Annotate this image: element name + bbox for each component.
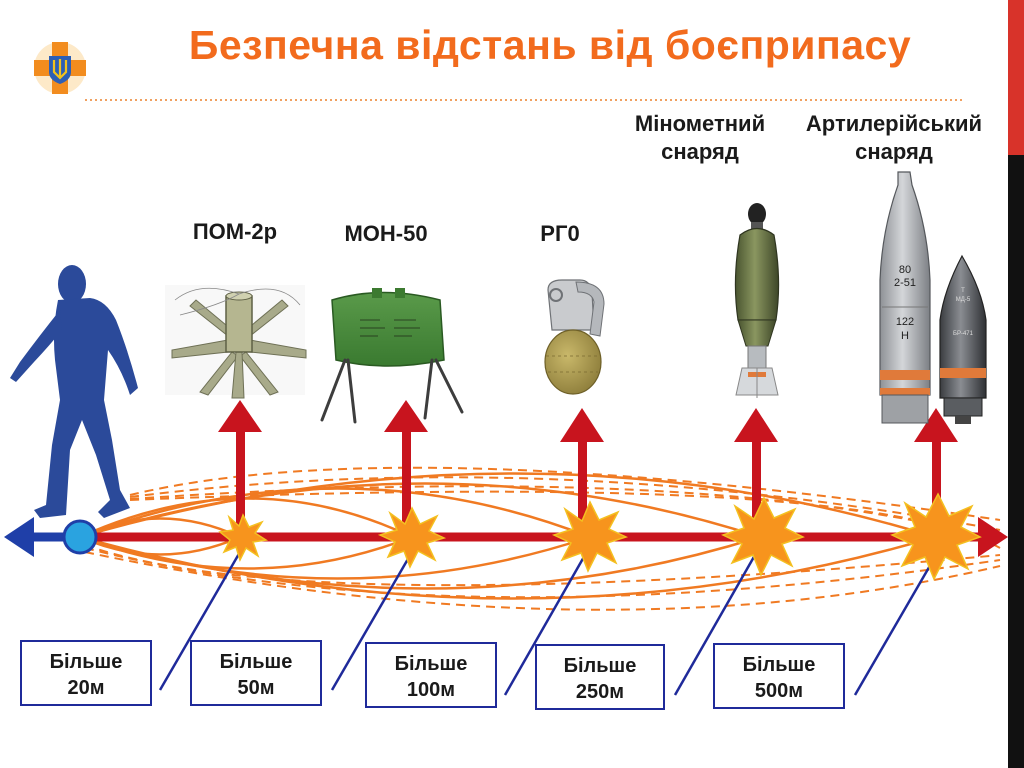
distance-box-5: Більше 500м — [713, 643, 845, 709]
distance-box-5-line2: 500м — [754, 680, 804, 702]
distance-box-2: Більше 50м — [190, 640, 322, 706]
axis-arrowhead-right — [978, 517, 1008, 557]
blast-marker-3 — [551, 500, 629, 573]
label-pom-2r: ПОМ-2р — [192, 219, 278, 244]
label-artillery-shell: Артилерійський снаряд — [784, 110, 1004, 166]
label-artillery-line1: Артилерійський — [805, 111, 983, 136]
distance-box-3-line1: Більше — [394, 653, 468, 675]
blast-marker-4 — [720, 496, 805, 577]
distance-box-1: Більше 20м — [20, 640, 152, 706]
artillery-shell-large-icon: 80 2-51 122 Н — [879, 171, 931, 424]
pointer-lines — [158, 551, 937, 696]
distance-box-2-line2: 50м — [237, 677, 275, 699]
distance-box-1-line1: Більше — [49, 651, 123, 673]
artillery-marking-2: 2-51 — [894, 277, 916, 289]
artillery-marking-4: Н — [901, 330, 909, 342]
blast-marker-2 — [377, 506, 447, 569]
axis-arrowhead-left — [4, 517, 34, 557]
distance-box-3-line2: 100м — [406, 679, 456, 701]
label-mortar-line1: Мінометний — [634, 111, 766, 136]
label-artillery-line2: снаряд — [855, 139, 933, 164]
pom-2r-mine-icon — [165, 285, 307, 399]
artillery-shell-small-icon: Т МД-5 БР-471 — [939, 254, 987, 424]
label-mortar-shell: Мінометний снаряд — [610, 110, 790, 166]
mon-50-mine-icon — [320, 288, 464, 424]
sidebar-accent — [1008, 0, 1024, 155]
distance-box-5-line1: Більше — [742, 654, 816, 676]
artillery-marking-1: 80 — [899, 264, 911, 276]
origin-point — [62, 519, 98, 555]
blast-markers — [218, 492, 982, 581]
distance-box-2-line1: Більше — [219, 651, 293, 673]
emergency-service-emblem-icon — [34, 42, 86, 94]
distance-box-4-line1: Більше — [563, 655, 637, 677]
label-mortar-line2: снаряд — [661, 139, 739, 164]
distance-box-4: Більше 250м — [535, 644, 665, 710]
rgo-grenade-icon — [544, 279, 605, 395]
blast-marker-1 — [218, 513, 269, 563]
label-rgo: РГ0 — [540, 221, 580, 246]
distance-box-3: Більше 100м — [365, 642, 497, 708]
small-shell-marking-2: МД-5 — [956, 297, 971, 303]
blast-marker-5 — [890, 492, 982, 581]
small-shell-marking-3: БР-471 — [953, 331, 974, 337]
distance-box-4-line2: 250м — [575, 681, 625, 703]
right-sidebar-stripe — [1008, 0, 1024, 768]
vertical-arrows — [218, 400, 958, 533]
page-title: Безпечна відстань від боєприпасу — [188, 22, 912, 68]
person-silhouette-icon — [10, 265, 138, 518]
distance-box-1-line2: 20м — [67, 677, 105, 699]
label-mon-50: МОН-50 — [344, 221, 428, 246]
lower-dashed-arcs — [84, 544, 1001, 611]
mortar-shell-icon — [734, 203, 780, 398]
small-shell-marking-1: Т — [961, 288, 965, 294]
artillery-marking-3: 122 — [896, 316, 914, 328]
